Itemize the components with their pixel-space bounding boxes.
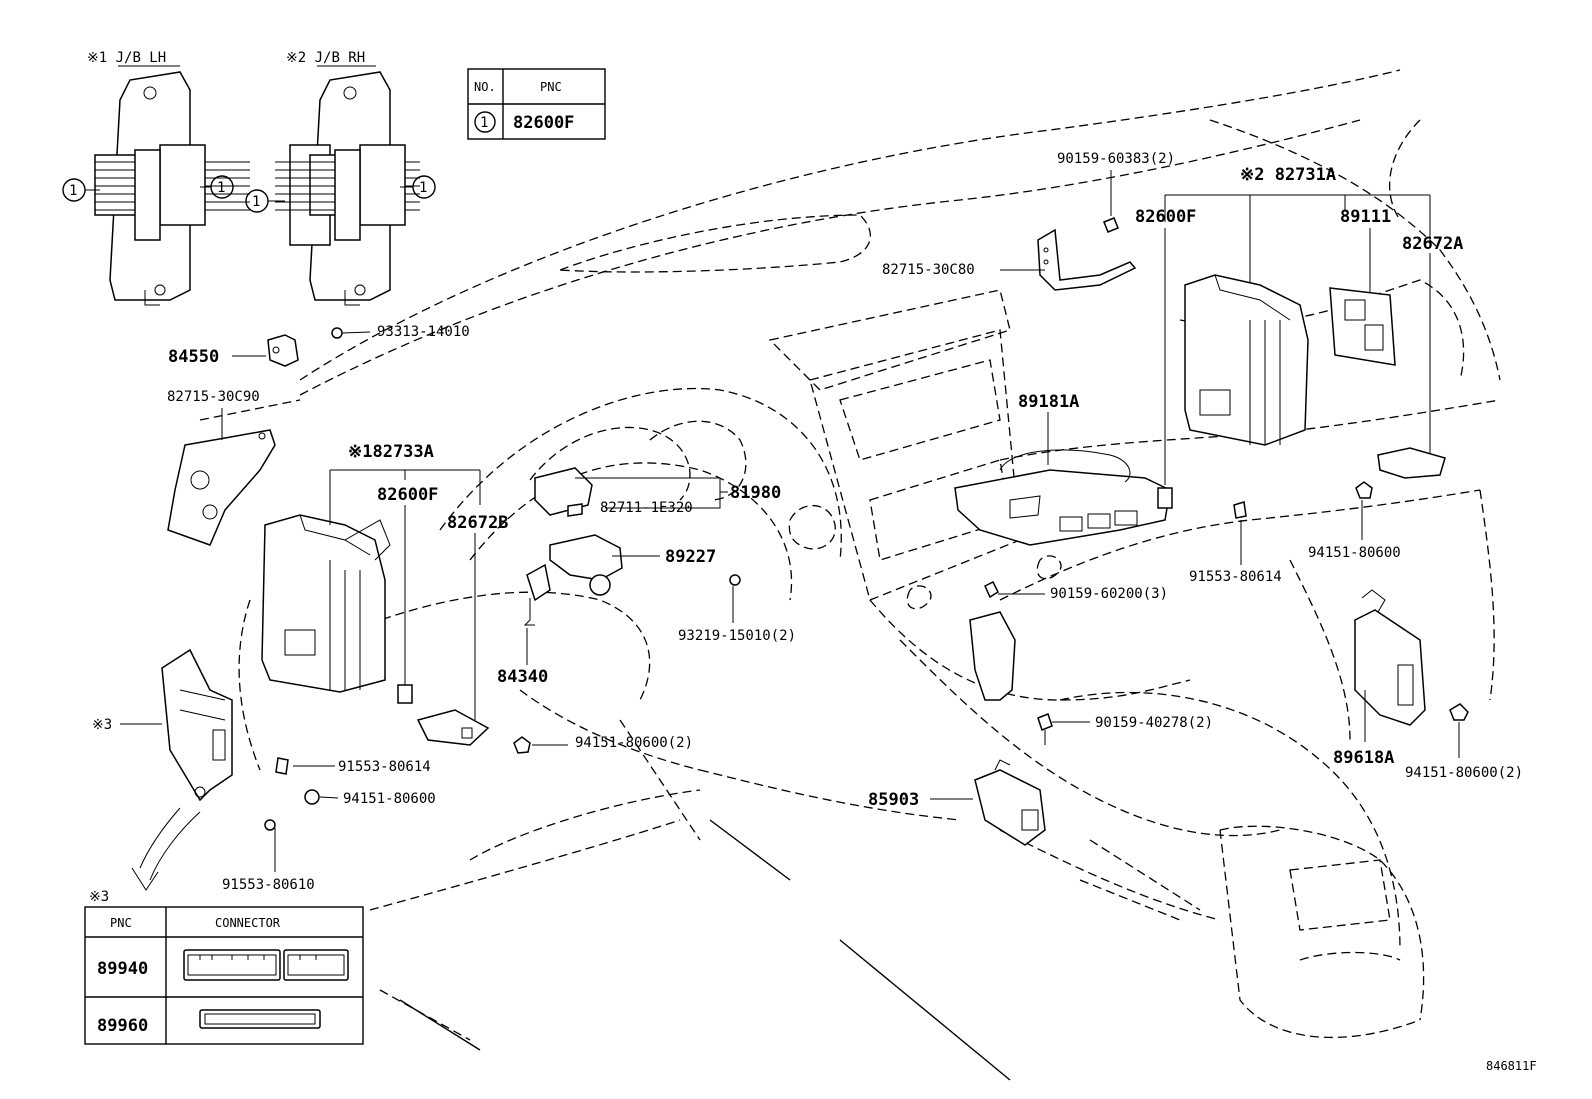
label-84340: 84340 bbox=[497, 667, 548, 687]
nut-94151-80600-2-mid bbox=[513, 736, 531, 754]
bracket-82672b bbox=[416, 709, 490, 746]
label-89111: 89111 bbox=[1340, 207, 1391, 227]
callout-jb-rh-left: 1 bbox=[245, 189, 285, 213]
pnc-table-row-pnc: 82600F bbox=[513, 113, 574, 133]
connector-table: PNC CONNECTOR 89940 89960 bbox=[84, 906, 364, 1045]
label-89227: 89227 bbox=[665, 547, 716, 567]
label-94151-80600-2-mid: 94151-80600(2) bbox=[575, 735, 693, 751]
label-82600f-left: 82600F bbox=[377, 485, 438, 505]
connector-89940-shape bbox=[183, 949, 349, 981]
nut-94151-80600-left bbox=[304, 789, 320, 805]
junction-block-rh bbox=[275, 71, 420, 306]
shift-knob bbox=[969, 611, 1016, 701]
bolt-90159-40278 bbox=[1037, 713, 1053, 745]
sensor-89227 bbox=[549, 534, 623, 596]
nut-94151-80600-2-right bbox=[1449, 703, 1469, 721]
label-82600f-right: 82600F bbox=[1135, 207, 1196, 227]
label-82715-30c80: 82715-30C80 bbox=[882, 262, 975, 278]
figure-id: 846811F bbox=[1486, 1059, 1537, 1073]
callout-jb-lh-right: 1 bbox=[200, 175, 234, 199]
callout-number: 1 bbox=[217, 180, 225, 196]
pnc-table-header-no: NO. bbox=[474, 80, 496, 94]
relay-81980 bbox=[534, 467, 593, 517]
label-90159-60383: 90159-60383(2) bbox=[1057, 151, 1175, 167]
connector-table-header-pnc: PNC bbox=[110, 916, 132, 930]
label-90159-40278: 90159-40278(2) bbox=[1095, 715, 1213, 731]
connector-bracket-note3 bbox=[161, 648, 233, 802]
bolt-90159-60200 bbox=[984, 580, 999, 599]
connector-82600f-left bbox=[397, 684, 413, 704]
bracket-82715-30c90 bbox=[167, 429, 276, 546]
bolt-91553-80610 bbox=[264, 819, 276, 831]
label-82711-1e320: 82711-1E320 bbox=[600, 500, 693, 516]
unit-85903 bbox=[974, 759, 1046, 846]
switch-84340 bbox=[523, 563, 551, 626]
label-91553-80614-left: 91553-80614 bbox=[338, 759, 431, 775]
label-82731a: ※2 82731A bbox=[1240, 165, 1336, 185]
label-note3: ※3 bbox=[92, 717, 112, 733]
bracket-82672a bbox=[1377, 447, 1446, 479]
label-93313-14010: 93313-14010 bbox=[377, 324, 470, 340]
connector-table-note: ※3 bbox=[89, 889, 109, 905]
nut-94151-80600-right bbox=[1355, 481, 1373, 499]
receiver-89111 bbox=[1329, 287, 1396, 366]
label-85903: 85903 bbox=[868, 790, 919, 810]
pnc-table-header-pnc: PNC bbox=[540, 80, 562, 94]
arrow-to-connector-table bbox=[131, 807, 201, 891]
jb-rh-title: ※2 J/B RH bbox=[286, 50, 365, 66]
label-82672b: 82672B bbox=[447, 513, 508, 533]
ecu-89181a bbox=[954, 449, 1171, 546]
callout-jb-lh-left: 1 bbox=[62, 178, 100, 202]
junction-block-lh bbox=[94, 71, 250, 306]
label-89618a: 89618A bbox=[1333, 748, 1394, 768]
callout-number: 1 bbox=[252, 194, 260, 210]
body-ecu-82731a bbox=[1184, 274, 1309, 446]
jb-lh-title: ※1 J/B LH bbox=[87, 50, 166, 66]
bolt-93313-14010 bbox=[331, 327, 371, 339]
label-94151-80600-left: 94151-80600 bbox=[343, 791, 436, 807]
label-82715-30c90: 82715-30C90 bbox=[167, 389, 260, 405]
connector-82600f-right bbox=[1157, 487, 1173, 509]
pnc-table: NO. PNC 1 82600F bbox=[467, 68, 606, 140]
body-ecu-82733a bbox=[261, 514, 391, 693]
connector-table-header-connector: CONNECTOR bbox=[215, 916, 281, 930]
label-91553-80614-right: 91553-80614 bbox=[1189, 569, 1282, 585]
label-82672a: 82672A bbox=[1402, 234, 1463, 254]
pnc-table-row-no: 1 bbox=[480, 115, 488, 131]
connector-table-row-pnc: 89940 bbox=[97, 959, 148, 979]
label-94151-80600-2-right: 94151-80600(2) bbox=[1405, 765, 1523, 781]
label-89181a: 89181A bbox=[1018, 392, 1079, 412]
label-82733a: ※182733A bbox=[348, 442, 434, 462]
label-81980: 81980 bbox=[730, 483, 781, 503]
connector-table-row-pnc: 89960 bbox=[97, 1016, 148, 1036]
bolt-93219-15010 bbox=[729, 574, 741, 586]
callout-number: 1 bbox=[419, 180, 427, 196]
callout-number: 1 bbox=[69, 183, 77, 199]
label-91553-80610: 91553-80610 bbox=[222, 877, 315, 893]
bolt-91553-80614-right bbox=[1233, 501, 1247, 519]
unit-89618a bbox=[1354, 589, 1426, 726]
bracket-82715-30c80 bbox=[1037, 228, 1137, 291]
label-90159-60200: 90159-60200(3) bbox=[1050, 586, 1168, 602]
label-94151-80600-right: 94151-80600 bbox=[1308, 545, 1401, 561]
callout-jb-rh-right: 1 bbox=[400, 175, 436, 199]
label-84550: 84550 bbox=[168, 347, 219, 367]
connector-89960-shape bbox=[199, 1009, 321, 1029]
bolt-90159-60383 bbox=[1103, 217, 1119, 233]
label-93219-15010: 93219-15010(2) bbox=[678, 628, 796, 644]
part-84550-switch bbox=[267, 334, 299, 367]
bolt-91553-80614-left bbox=[275, 757, 289, 775]
